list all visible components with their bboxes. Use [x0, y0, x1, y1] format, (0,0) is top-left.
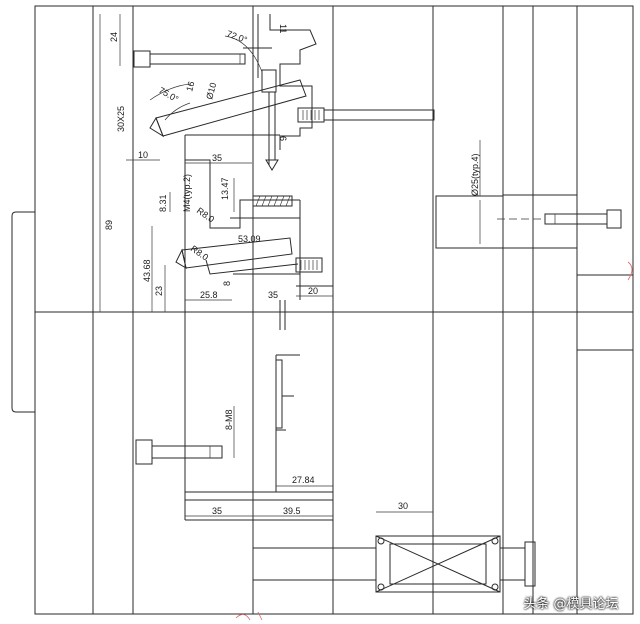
lower-angled-pin: [175, 237, 333, 287]
dim-6: 6: [278, 136, 288, 141]
dim-75-deg: 75.0°: [157, 85, 181, 104]
dim-dia10: Ø10: [204, 81, 218, 100]
upper-spring: [297, 107, 435, 123]
dim-35-top: 35: [212, 153, 222, 163]
dim-8-m8: 8-M8: [224, 409, 234, 430]
dim-r8-1: R8.0: [195, 205, 216, 224]
dim-30x25: 30X25: [116, 106, 126, 132]
dimension-labels: 24 72.0° 11 16 Ø10 75.0° 30X25 10 6 35 8…: [104, 24, 480, 516]
watermark: 头条 @模具论坛: [508, 590, 634, 614]
return-pin-block: [253, 535, 536, 593]
dim-11: 11: [278, 24, 288, 33]
dim-35-bot: 35: [212, 506, 222, 516]
dimension-lines: [99, 14, 481, 517]
ejector-section: [184, 300, 334, 521]
bottom-bolt: [135, 439, 223, 465]
dim-35-mid: 35: [268, 290, 278, 300]
dim-43-68: 43.68: [142, 259, 152, 282]
dim-72-deg: 72.0°: [225, 28, 249, 45]
dim-53-09: 53.09: [238, 234, 261, 244]
sprue-bushing: [435, 195, 634, 351]
dim-dia25-typ4: Ø25(typ.4): [470, 153, 480, 196]
upper-slide: [243, 14, 317, 171]
dim-8: 8: [222, 281, 232, 286]
dim-r8-2: R8.0: [189, 243, 210, 262]
red-marks: [235, 261, 633, 621]
plate-outlines: [34, 5, 634, 615]
dim-30: 30: [398, 501, 408, 511]
dim-39-5: 39.5: [283, 506, 301, 516]
dim-13-47: 13.47: [220, 177, 230, 200]
dim-24: 24: [109, 32, 119, 42]
dim-27-84: 27.84: [292, 475, 315, 485]
dim-89: 89: [104, 220, 114, 230]
dim-m4: M4(typ.2): [182, 174, 192, 212]
watermark-text: 头条 @模具论坛: [523, 596, 619, 612]
dim-23: 23: [154, 286, 164, 296]
dim-16: 16: [184, 80, 196, 92]
top-bolt: [133, 50, 246, 68]
angled-pin: [149, 79, 307, 138]
core-insert: [185, 134, 301, 300]
dim-10: 10: [138, 150, 148, 160]
dim-8-31: 8.31: [158, 194, 168, 212]
locating-ring: [11, 211, 35, 413]
dim-20: 20: [308, 286, 318, 296]
dim-25-8: 25.8: [200, 290, 218, 300]
